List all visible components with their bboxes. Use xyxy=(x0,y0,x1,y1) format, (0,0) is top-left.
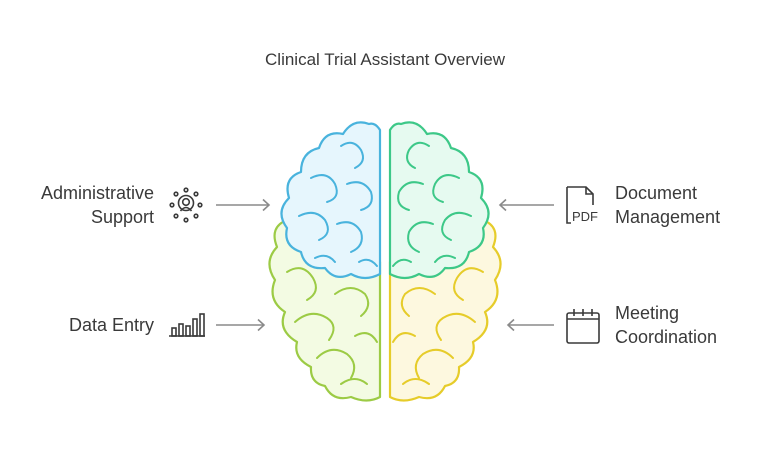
arrow-document-management xyxy=(498,198,554,212)
calendar-icon xyxy=(566,309,600,344)
label-line: Administrative xyxy=(40,183,154,203)
label-data-entry: Data Entry xyxy=(69,313,154,337)
pdf-file-icon: PDF xyxy=(566,186,598,224)
svg-text:PDF: PDF xyxy=(572,209,598,224)
brain-lobe-document-management xyxy=(388,121,490,280)
label-line: Data Entry xyxy=(68,315,154,335)
arrow-data-entry xyxy=(216,318,266,332)
bar-chart-icon xyxy=(169,313,205,337)
label-line: Management xyxy=(615,207,721,227)
label-line: Support xyxy=(90,207,154,227)
arrow-meeting-coordination xyxy=(506,318,554,332)
arrow-administrative-support xyxy=(216,198,271,212)
brain-lobe-administrative-support xyxy=(280,121,382,280)
diagram-title: Clinical Trial Assistant Overview xyxy=(265,50,505,69)
network-person-icon xyxy=(169,187,203,223)
label-administrative-support: Administrative Support xyxy=(41,181,154,229)
label-document-management: Document Management xyxy=(615,181,720,229)
label-line: Document xyxy=(615,183,698,203)
label-line: Coordination xyxy=(615,327,718,347)
label-meeting-coordination: Meeting Coordination xyxy=(615,301,717,349)
label-line: Meeting xyxy=(615,303,680,323)
brain-illustration xyxy=(268,121,502,402)
